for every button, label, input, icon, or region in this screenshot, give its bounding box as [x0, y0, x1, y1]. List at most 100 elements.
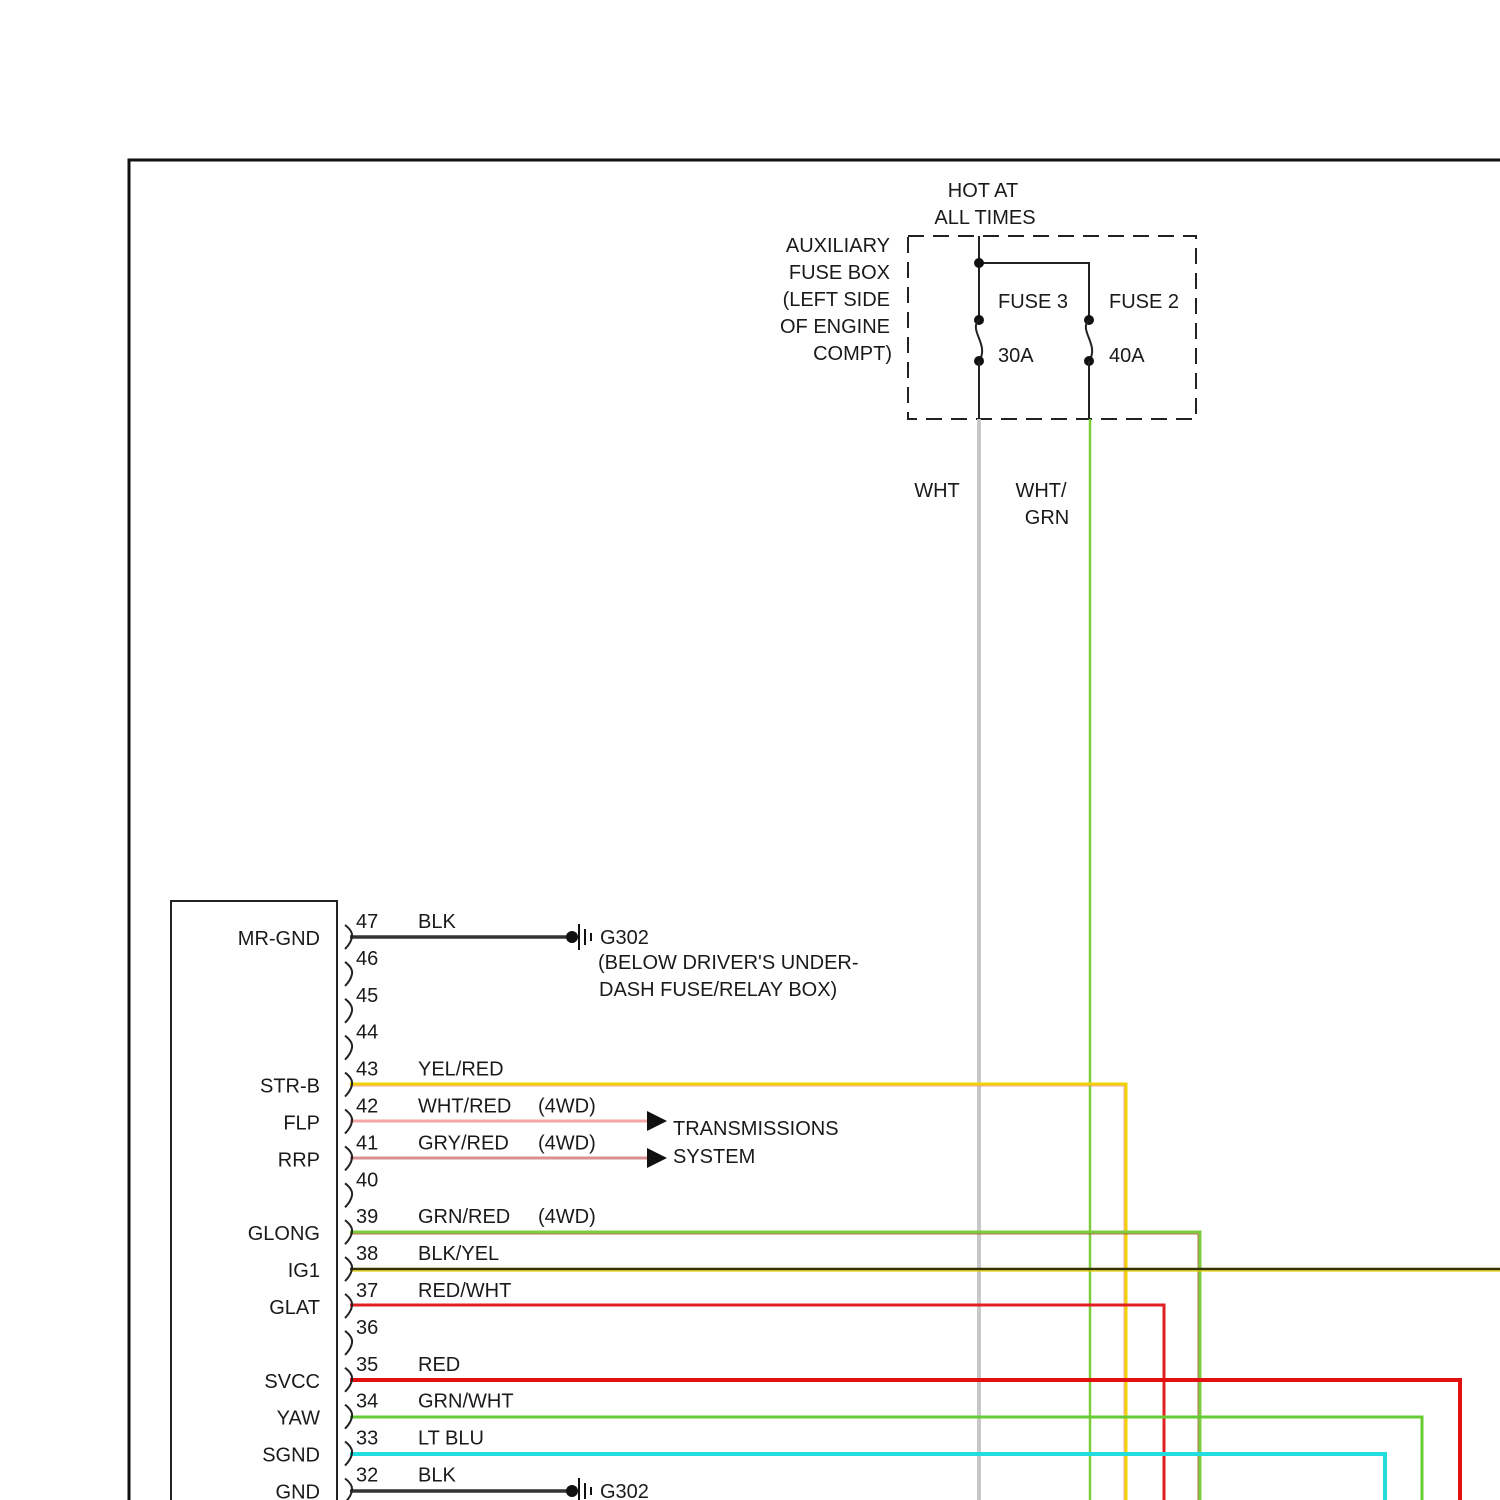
wire-pin-34 — [350, 1417, 1422, 1500]
wire-label-wht-grn-line-2: GRN — [1025, 507, 1069, 529]
all-times-label: ALL TIMES — [934, 207, 1035, 229]
wire-color-label: YEL/RED — [418, 1059, 504, 1081]
terminal-name: GLONG — [248, 1223, 320, 1245]
ground-g302-desc-2: DASH FUSE/RELAY BOX) — [599, 979, 837, 1001]
pin-terminal-icon — [345, 1331, 352, 1355]
fuse-3-element — [976, 320, 982, 361]
ground-g302-desc-1: (BELOW DRIVER'S UNDER- — [598, 952, 859, 974]
terminal-name: RRP — [278, 1149, 320, 1171]
wire-note: (4WD) — [538, 1206, 596, 1228]
pin-terminal-icon — [345, 962, 352, 986]
pin-terminal-icon — [345, 1073, 352, 1097]
pin-terminal-icon — [345, 999, 352, 1023]
terminal-name: MR-GND — [238, 928, 320, 950]
wire-color-label: GRN/RED — [418, 1206, 510, 1228]
pin-number: 40 — [356, 1169, 378, 1191]
connector-wires — [350, 937, 1500, 1500]
connector-pin-36: 36 — [345, 1317, 378, 1355]
fuse-box-label-line-3: (LEFT SIDE — [783, 289, 890, 311]
pin-number: 33 — [356, 1428, 378, 1450]
ground-g302-bottom: G302 — [566, 1478, 649, 1500]
fuse-2-rating: 40A — [1109, 345, 1145, 367]
pin-number: 47 — [356, 911, 378, 933]
terminal-name: GND — [276, 1482, 320, 1500]
pin-number: 46 — [356, 948, 378, 970]
fuse-box-label-line-5: COMPT) — [813, 343, 892, 365]
pin-terminal-icon — [345, 1036, 352, 1060]
fuse-2-element — [1086, 320, 1092, 361]
wire-color-label: BLK — [418, 1465, 456, 1487]
connector-pin-list: 47MR-GNDBLK46454443STR-BYEL/RED42FLPWHT/… — [238, 911, 596, 1500]
fuse-3-name: FUSE 3 — [998, 291, 1068, 313]
terminal-name: YAW — [277, 1408, 320, 1430]
ground-splice-dot — [566, 931, 578, 943]
ground-splice-dot — [566, 1485, 578, 1497]
terminal-name: GLAT — [269, 1297, 320, 1319]
wire-pin-33 — [350, 1454, 1385, 1500]
pin-number: 39 — [356, 1206, 378, 1228]
wire-pin-35 — [350, 1380, 1460, 1500]
wire-color-label: BLK — [418, 911, 456, 933]
wire-color-label: BLK/YEL — [418, 1243, 499, 1265]
bus-junction-dot — [974, 258, 984, 268]
terminal-name: STR-B — [260, 1076, 320, 1098]
pin-terminal-icon — [345, 1442, 352, 1466]
fuse-3-rating: 30A — [998, 345, 1034, 367]
auxiliary-fuse-box: HOT AT ALL TIMES AUXILIARY FUSE BOX (LEF… — [780, 180, 1196, 419]
transmission-label-2: SYSTEM — [673, 1146, 755, 1168]
connector-pin-40: 40 — [345, 1169, 378, 1207]
pin-number: 37 — [356, 1280, 378, 1302]
wire-note: (4WD) — [538, 1096, 596, 1118]
ground-g302-id: G302 — [600, 927, 649, 949]
ground-g302-top: G302 (BELOW DRIVER'S UNDER- DASH FUSE/RE… — [566, 924, 859, 1001]
pin-number: 32 — [356, 1465, 378, 1487]
transmission-arrow-41 — [647, 1148, 667, 1168]
ground-icon — [579, 1478, 591, 1500]
connector-pin-35: 35SVCC RED — [264, 1354, 460, 1393]
transmission-label-1: TRANSMISSIONS — [673, 1118, 839, 1140]
pin-terminal-icon — [345, 1220, 352, 1244]
pin-number: 41 — [356, 1132, 378, 1154]
wire-label-wht: WHT — [914, 480, 960, 502]
pin-number: 36 — [356, 1317, 378, 1339]
pin-terminal-icon — [345, 1368, 352, 1392]
terminal-name: SGND — [262, 1445, 320, 1467]
wire-color-label: RED — [418, 1354, 460, 1376]
wire-note: (4WD) — [538, 1132, 596, 1154]
connector-pin-44: 44 — [345, 1022, 378, 1060]
pin-terminal-icon — [345, 1294, 352, 1318]
wire-color-label: WHT/RED — [418, 1096, 511, 1118]
connector-pin-45: 45 — [345, 985, 378, 1023]
fuse-2-name: FUSE 2 — [1109, 291, 1179, 313]
wire-color-label: GRN/WHT — [418, 1391, 514, 1413]
wire-color-label: RED/WHT — [418, 1280, 511, 1302]
pin-terminal-icon — [345, 1146, 352, 1170]
fuse-box-label-line-2: FUSE BOX — [789, 262, 890, 284]
ground-g302-bottom-id: G302 — [600, 1481, 649, 1500]
pin-number: 35 — [356, 1354, 378, 1376]
pin-number: 43 — [356, 1059, 378, 1081]
pin-number: 45 — [356, 985, 378, 1007]
transmission-arrow-42 — [647, 1111, 667, 1131]
pin-number: 44 — [356, 1022, 378, 1044]
terminal-name: IG1 — [288, 1260, 320, 1282]
pin-number: 42 — [356, 1096, 378, 1118]
fuse-box-label-line-1: AUXILIARY — [786, 235, 890, 257]
terminal-name: SVCC — [264, 1371, 320, 1393]
ground-icon — [579, 924, 591, 950]
connector-pin-41: 41RRPGRY/RED(4WD) — [278, 1132, 596, 1171]
wire-label-wht-grn-line-1: WHT/ — [1015, 480, 1067, 502]
pin-terminal-icon — [345, 1257, 352, 1281]
pin-terminal-icon — [345, 1110, 352, 1134]
wire-pin-39-tracer — [350, 1234, 1198, 1500]
pin-terminal-icon — [345, 1405, 352, 1429]
pin-terminal-icon — [345, 925, 352, 949]
